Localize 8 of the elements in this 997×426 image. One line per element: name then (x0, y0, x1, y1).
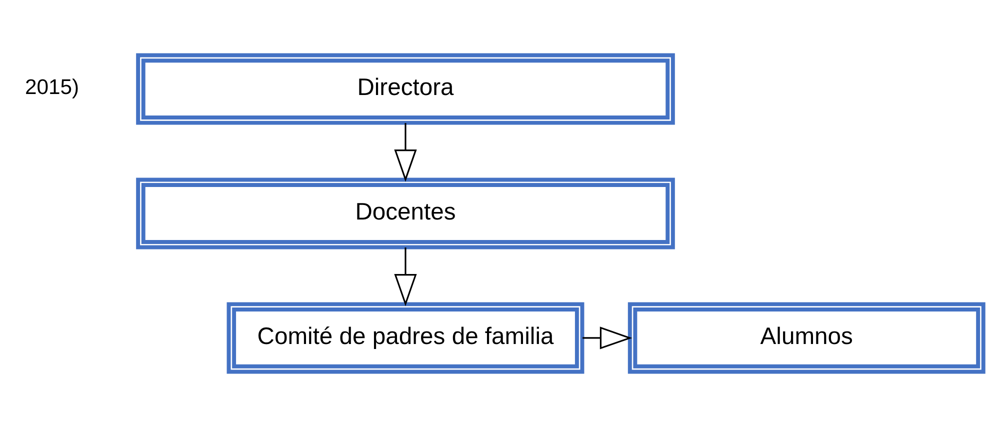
arrow (582, 326, 632, 349)
node-box: Comité de padres de familia (226, 302, 584, 374)
node-box: Alumnos (628, 302, 986, 374)
label: 2015) (24, 76, 80, 99)
node-box: Docentes (136, 177, 675, 249)
arrow (394, 122, 417, 182)
arrow (394, 246, 417, 306)
node-box: Directora (136, 52, 675, 124)
